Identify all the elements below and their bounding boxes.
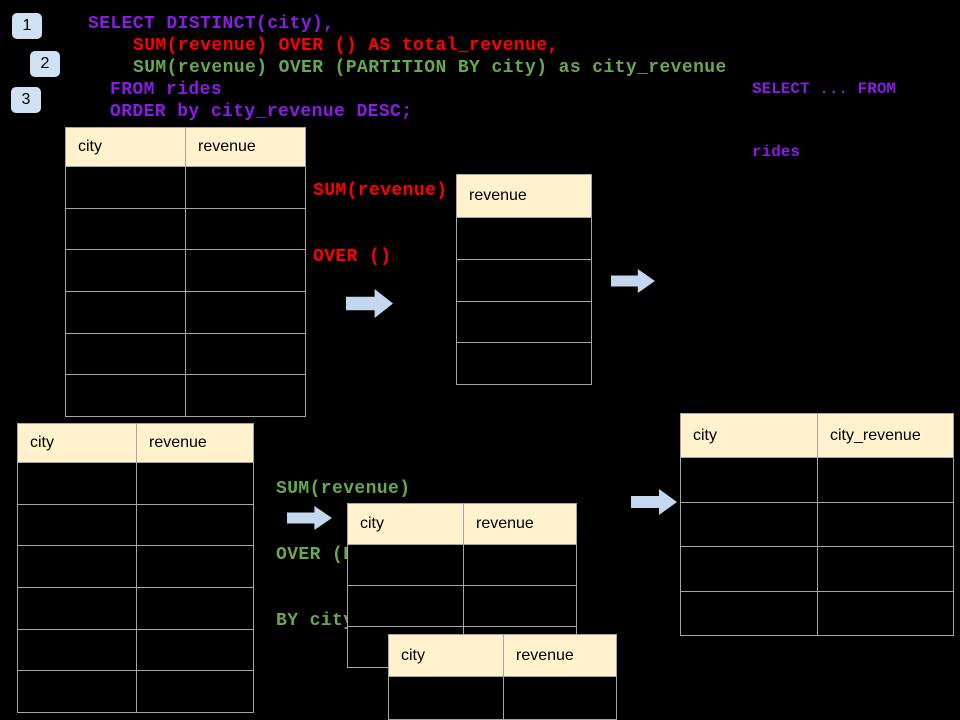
- table-cell-empty: [457, 259, 592, 302]
- table-total-revenue-result: revenue: [456, 174, 592, 385]
- step-badge-1: 1: [12, 13, 42, 39]
- table-cell-empty: [457, 218, 592, 260]
- column-header-city: city: [348, 504, 464, 545]
- sql-line-order-by: ORDER by city_revenue DESC;: [110, 102, 413, 122]
- table-cell-empty: [348, 586, 464, 627]
- table-source-top: city revenue: [65, 127, 306, 417]
- side-note-line-1: SELECT ... FROM: [752, 80, 897, 98]
- table-cell-empty: [186, 250, 306, 292]
- column-header-city: city: [66, 128, 186, 167]
- table-cell-empty: [186, 292, 306, 334]
- table-cell-empty: [18, 671, 137, 713]
- table-cell-empty: [457, 343, 592, 385]
- table-cell-empty: [818, 458, 954, 503]
- column-header-revenue: revenue: [457, 175, 592, 218]
- table-cell-empty: [186, 208, 306, 251]
- flow-arrow-total-1: [346, 289, 393, 318]
- annotation-total-line-1: SUM(revenue): [313, 181, 448, 201]
- table-city-revenue-result: city city_revenue: [680, 413, 954, 636]
- column-header-revenue: revenue: [464, 504, 577, 545]
- table-cell-empty: [137, 588, 254, 630]
- table-cell-empty: [504, 677, 617, 720]
- sql-line-sum-total: SUM(revenue) OVER () AS total_revenue,: [133, 36, 559, 56]
- table-cell-empty: [137, 671, 254, 713]
- table-cell-empty: [681, 547, 818, 592]
- sql-line-select: SELECT DISTINCT(city),: [88, 14, 335, 34]
- table-cell-empty: [66, 167, 186, 209]
- table-cell-empty: [681, 458, 818, 503]
- table-cell-empty: [389, 677, 504, 720]
- table-cell-empty: [186, 167, 306, 209]
- column-header-revenue: revenue: [504, 635, 617, 677]
- step-badge-2: 2: [30, 51, 60, 77]
- table-cell-empty: [137, 504, 254, 547]
- column-header-revenue: revenue: [137, 424, 254, 463]
- table-cell-empty: [18, 629, 137, 672]
- flow-arrow-total-2: [611, 269, 655, 293]
- step-badge-3: 3: [11, 87, 41, 113]
- table-cell-empty: [137, 463, 254, 505]
- table-cell-empty: [18, 588, 137, 630]
- table-cell-empty: [818, 502, 954, 547]
- table-cell-empty: [18, 463, 137, 505]
- column-header-city: city: [18, 424, 137, 463]
- side-note-select-from-rides: SELECT ... FROM rides: [752, 37, 896, 205]
- table-cell-empty: [464, 586, 577, 627]
- table-partition-step-overlay: city revenue: [388, 634, 617, 720]
- table-cell-empty: [818, 591, 954, 636]
- annotation-partition-line-1: SUM(revenue): [276, 479, 411, 499]
- side-note-line-2: rides: [752, 143, 801, 161]
- table-cell-empty: [681, 502, 818, 547]
- flow-arrow-partition-2: [631, 489, 677, 515]
- table-cell-empty: [681, 591, 818, 636]
- table-cell-empty: [18, 504, 137, 547]
- table-cell-empty: [18, 546, 137, 588]
- column-header-revenue: revenue: [186, 128, 306, 167]
- table-cell-empty: [66, 375, 186, 417]
- column-header-city: city: [389, 635, 504, 677]
- column-header-city-revenue: city_revenue: [818, 414, 954, 458]
- table-cell-empty: [66, 250, 186, 292]
- column-header-city: city: [681, 414, 818, 458]
- sql-code-block: SELECT DISTINCT(city), SUM(revenue) OVER…: [88, 13, 727, 123]
- table-cell-empty: [818, 547, 954, 592]
- table-cell-empty: [457, 301, 592, 344]
- table-cell-empty: [464, 545, 577, 586]
- table-source-bottom: city revenue: [17, 423, 254, 713]
- table-cell-empty: [186, 333, 306, 376]
- sql-line-sum-partition: SUM(revenue) OVER (PARTITION BY city) as…: [133, 58, 727, 78]
- table-cell-empty: [137, 629, 254, 672]
- table-cell-empty: [186, 375, 306, 417]
- sql-line-from: FROM rides: [110, 80, 223, 100]
- table-cell-empty: [66, 208, 186, 251]
- annotation-total-line-2: OVER (): [313, 247, 392, 267]
- table-cell-empty: [66, 292, 186, 334]
- flow-arrow-partition-1: [287, 506, 332, 530]
- table-cell-empty: [66, 333, 186, 376]
- table-cell-empty: [348, 545, 464, 586]
- annotation-total-revenue: SUM(revenue) OVER (): [313, 136, 447, 312]
- table-cell-empty: [137, 546, 254, 588]
